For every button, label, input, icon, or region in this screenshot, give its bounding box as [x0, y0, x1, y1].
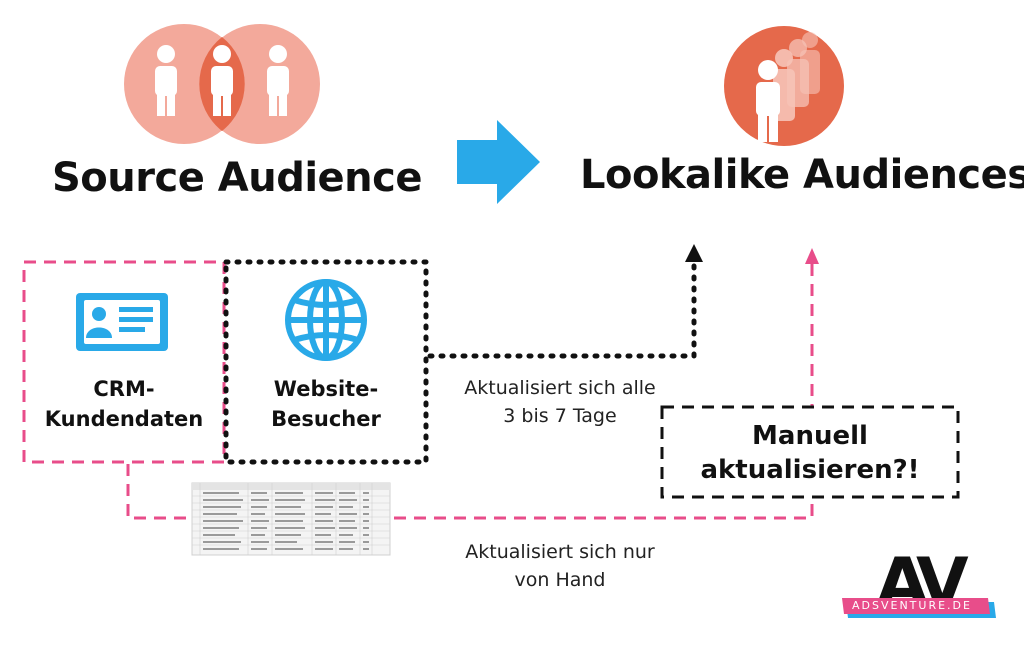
manual-update-note: Aktualisiert sich nur von Hand	[420, 538, 700, 594]
manual-box-text: Manuell aktualisieren?!	[662, 419, 958, 487]
manual-update-arrowhead	[805, 248, 819, 264]
adsventure-logo: AV	[842, 544, 996, 623]
right-arrow-icon	[457, 120, 540, 204]
crm-label-line1: CRM-	[93, 377, 155, 401]
website-box	[223, 259, 429, 465]
website-label-line2: Besucher	[271, 407, 381, 431]
venn-people-icon	[124, 24, 320, 144]
manual-update-connector	[126, 262, 814, 520]
crm-label: CRM- Kundendaten	[24, 374, 224, 434]
website-label-line1: Website-	[273, 377, 379, 401]
crm-label-line2: Kundendaten	[44, 407, 204, 431]
id-card-icon	[76, 293, 168, 351]
auto-update-connector	[427, 259, 697, 359]
source-audience-title: Source Audience	[52, 155, 422, 201]
auto-update-note-line1: Aktualisiert sich alle	[464, 377, 656, 399]
auto-update-note-line2: 3 bis 7 Tage	[503, 405, 617, 427]
manual-box	[660, 405, 960, 499]
auto-update-arrowhead	[685, 244, 703, 262]
crm-box	[22, 260, 226, 464]
logo-banner-text: ADSVENTURE.DE	[852, 599, 972, 612]
manual-update-note-line2: von Hand	[514, 569, 606, 591]
lookalike-audiences-title: Lookalike Audiences	[580, 152, 1024, 198]
manual-box-line2: aktualisieren?!	[700, 455, 920, 485]
spreadsheet-icon	[191, 482, 391, 556]
auto-update-note: Aktualisiert sich alle 3 bis 7 Tage	[430, 374, 690, 430]
website-label: Website- Besucher	[226, 374, 426, 434]
globe-icon	[285, 279, 367, 361]
stacked-people-icon	[724, 26, 844, 146]
manual-box-line1: Manuell	[752, 421, 868, 451]
manual-update-note-line1: Aktualisiert sich nur	[465, 541, 655, 563]
